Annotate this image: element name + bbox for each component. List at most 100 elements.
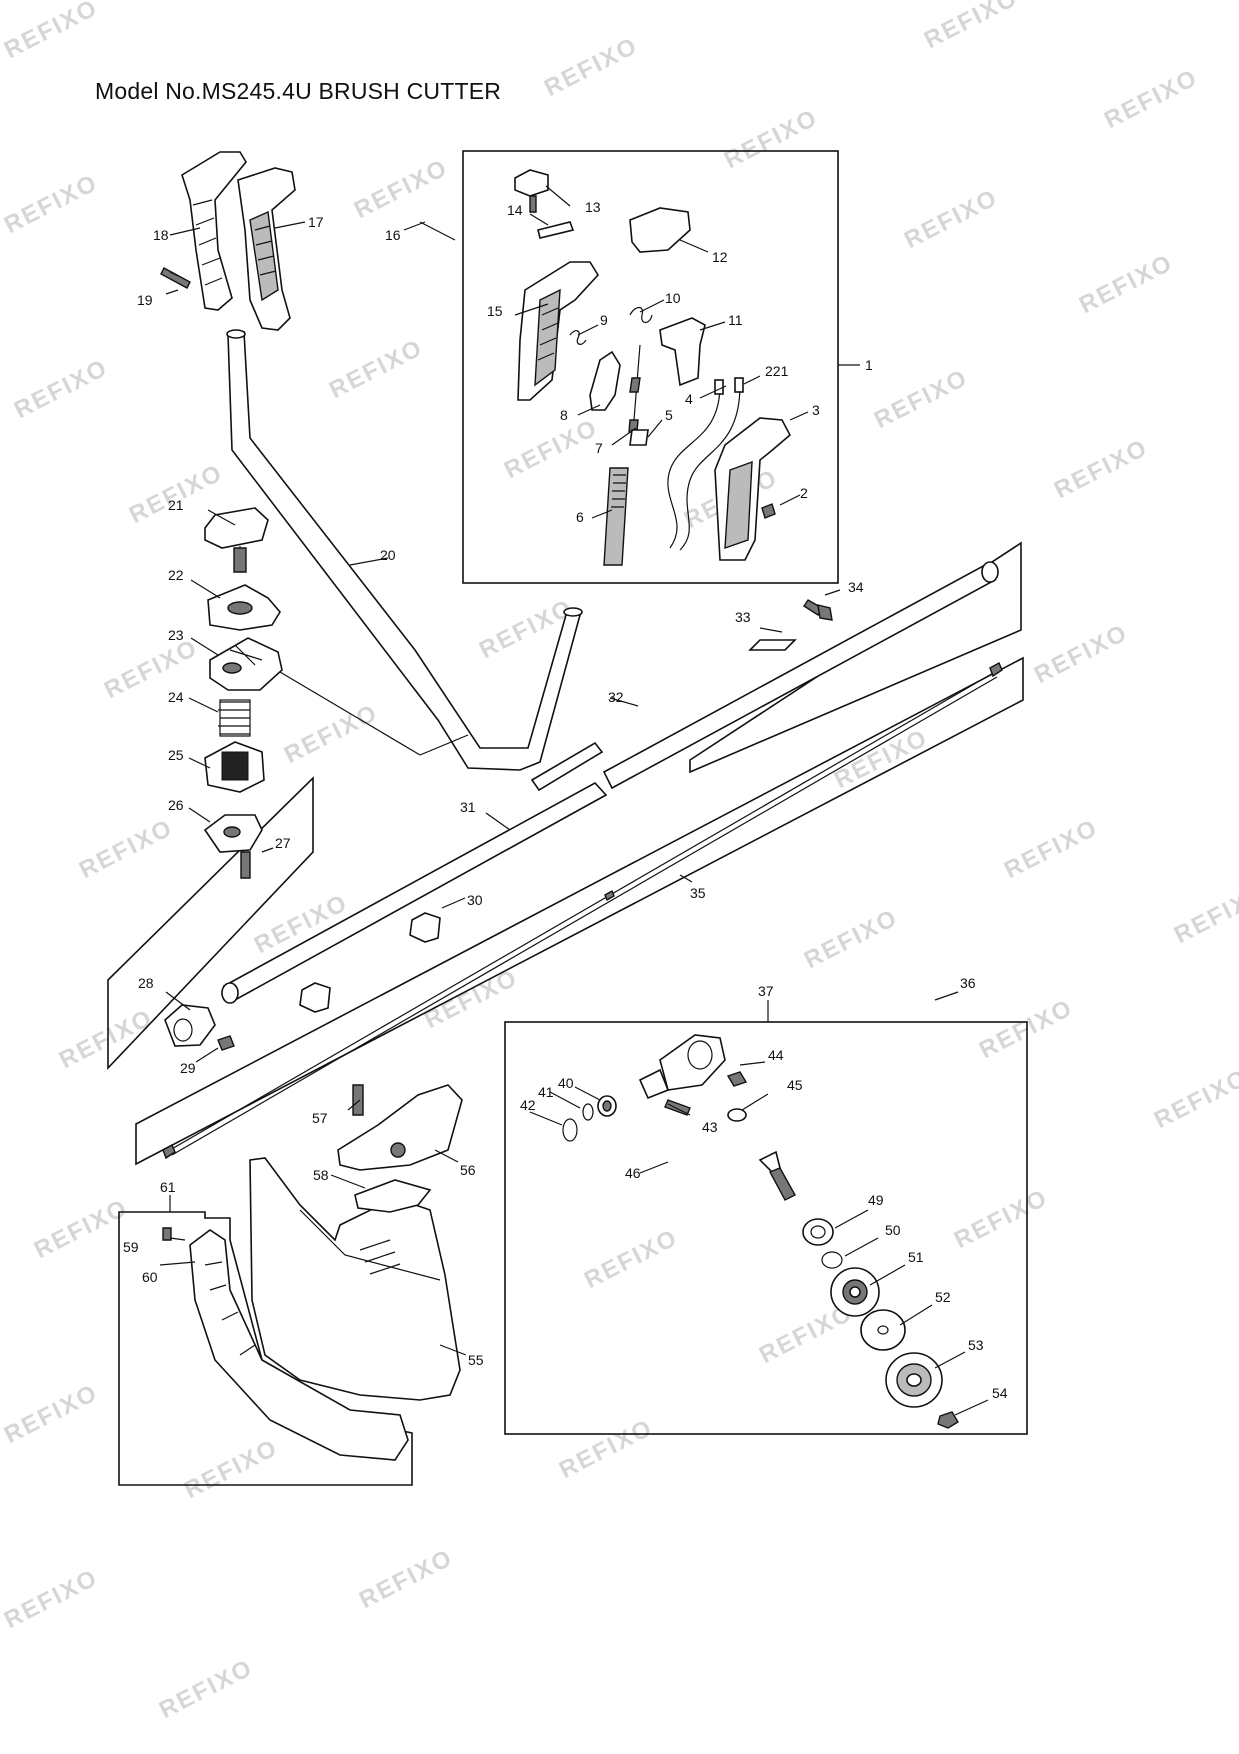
throttle-lock-11 <box>659 317 706 387</box>
callout-22: 22 <box>168 567 184 583</box>
callout-37: 37 <box>758 983 774 999</box>
cup-53 <box>885 1352 943 1408</box>
bolt-57 <box>352 1084 364 1116</box>
spring-9 <box>569 330 587 345</box>
callout-45: 45 <box>787 1077 803 1093</box>
screw-59 <box>162 1227 172 1241</box>
callout-7: 7 <box>595 440 603 456</box>
callout-36: 36 <box>960 975 976 991</box>
callout-3: 3 <box>812 402 820 418</box>
seal-49 <box>802 1218 834 1246</box>
handle-screw-19 <box>160 267 191 289</box>
clamp-spring-24 <box>218 699 251 737</box>
callout-51: 51 <box>908 1249 924 1265</box>
throttle-housing-15 <box>517 261 599 401</box>
callout-15: 15 <box>487 303 503 319</box>
snap-ring-42 <box>562 1118 578 1142</box>
bolt-46 <box>758 1150 796 1201</box>
shaft-clip-30 <box>299 912 441 1013</box>
callout-41: 41 <box>538 1084 554 1100</box>
rear-handle-assembly-box <box>462 150 839 584</box>
callout-25: 25 <box>168 747 184 763</box>
callout-53: 53 <box>968 1337 984 1353</box>
cable-holder-5 <box>629 429 649 446</box>
clamp-cover-22 <box>207 584 281 631</box>
callout-10: 10 <box>665 290 681 306</box>
shaft-bracket-upper <box>689 541 1022 774</box>
callout-26: 26 <box>168 797 184 813</box>
gear-head-assembly-box <box>504 1021 1028 1435</box>
cable-sleeve-6 <box>603 467 629 566</box>
callout-59: 59 <box>123 1239 139 1255</box>
bolt-34 <box>803 599 833 621</box>
switch-13 <box>514 169 549 213</box>
callout-32: 32 <box>608 689 624 705</box>
guard-extension-60 <box>189 1229 409 1461</box>
screw-2 <box>761 503 776 519</box>
outer-tube-31 <box>221 781 608 1004</box>
callout-30: 30 <box>467 892 483 908</box>
bracket-58 <box>354 1179 432 1213</box>
callout-42: 42 <box>520 1097 536 1113</box>
callout-50: 50 <box>885 1222 901 1238</box>
callout-34: 34 <box>848 579 864 595</box>
clamp-body-23 <box>209 637 283 691</box>
bearing-40 <box>597 1095 617 1117</box>
callout-33: 33 <box>735 609 751 625</box>
washer-52 <box>860 1309 906 1351</box>
callout-24: 24 <box>168 689 184 705</box>
callout-4: 4 <box>685 391 693 407</box>
ring-50 <box>821 1251 843 1269</box>
page-title: Model No.MS245.4U BRUSH CUTTER <box>95 78 502 104</box>
callout-60: 60 <box>142 1269 158 1285</box>
callout-35: 35 <box>690 885 706 901</box>
callout-6: 6 <box>576 509 584 525</box>
callout-18: 18 <box>153 227 169 243</box>
callout-21: 21 <box>168 497 184 513</box>
callout-20: 20 <box>380 547 396 563</box>
callout-55: 55 <box>468 1352 484 1368</box>
gear-case-37 <box>638 1034 726 1100</box>
spring-10 <box>629 306 653 324</box>
callout-221: 221 <box>765 363 789 379</box>
callout-16: 16 <box>385 227 401 243</box>
callout-56: 56 <box>460 1162 476 1178</box>
callout-12: 12 <box>712 249 728 265</box>
callout-5: 5 <box>665 407 673 423</box>
callout-27: 27 <box>275 835 291 851</box>
clamp-bolt-27 <box>240 851 251 879</box>
callout-23: 23 <box>168 627 184 643</box>
callout-14: 14 <box>507 202 523 218</box>
clamp-base-26 <box>203 814 263 853</box>
callout-8: 8 <box>560 407 568 423</box>
callout-40: 40 <box>558 1075 574 1091</box>
callout-28: 28 <box>138 975 154 991</box>
callout-31: 31 <box>460 799 476 815</box>
front-handle-right-half <box>237 167 296 331</box>
shaft-label-33 <box>748 639 797 651</box>
callout-11: 11 <box>728 312 743 328</box>
callout-49: 49 <box>868 1192 884 1208</box>
front-handle-left-half <box>181 151 247 311</box>
clamp-screw-29 <box>217 1035 235 1051</box>
tube-clamp-28 <box>164 1004 216 1047</box>
drive-shaft-35 <box>162 662 1003 1160</box>
drive-shaft-bracket <box>135 656 1024 1166</box>
nut-54 <box>937 1411 959 1429</box>
callout-58: 58 <box>313 1167 329 1183</box>
callout-9: 9 <box>600 312 608 328</box>
loop-handle-bar <box>226 329 583 771</box>
guard-55 <box>249 1157 461 1401</box>
handle-cap-12 <box>629 207 691 253</box>
callout-13: 13 <box>585 199 601 215</box>
callout-52: 52 <box>935 1289 951 1305</box>
guard-cover-56 <box>337 1084 463 1171</box>
callout-46: 46 <box>625 1165 641 1181</box>
callout-17: 17 <box>308 214 324 230</box>
clip-14 <box>537 221 575 239</box>
nut-44 <box>726 1071 748 1087</box>
ring-41 <box>582 1103 594 1121</box>
callout-61: 61 <box>160 1179 176 1195</box>
callout-43: 43 <box>702 1119 718 1135</box>
